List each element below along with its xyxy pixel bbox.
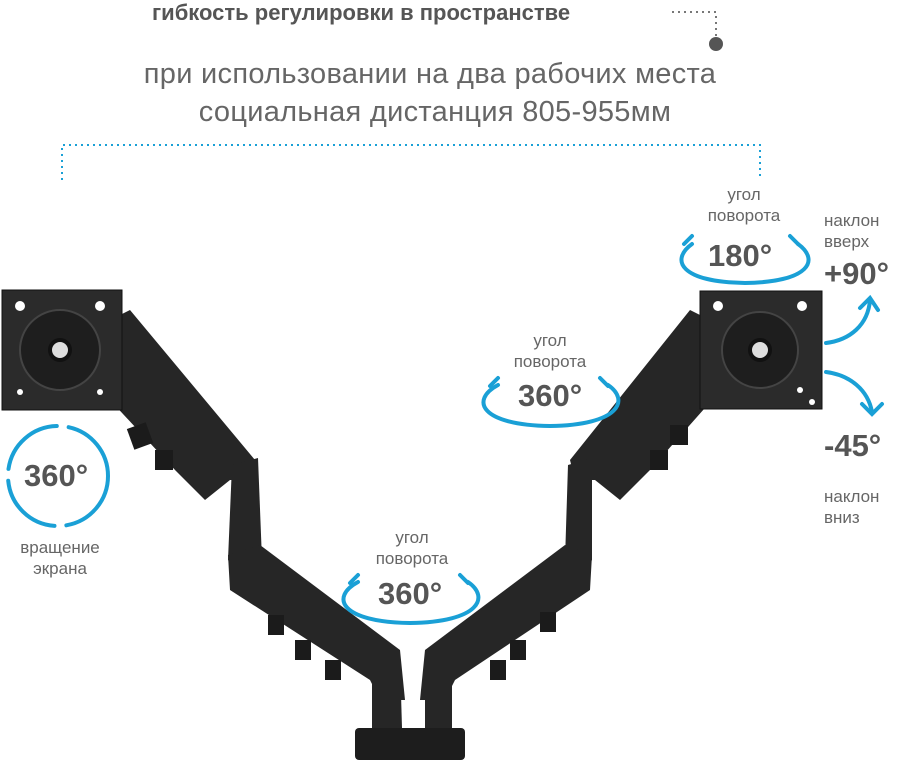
swivel-arrow-icon: [679, 242, 811, 286]
label-line: наклон: [824, 211, 880, 230]
center-top-rotation-label: угол поворота: [500, 330, 600, 372]
label-line: угол: [533, 331, 567, 350]
tilt-up-label: наклон вверх: [824, 210, 879, 252]
label-line: угол: [727, 185, 761, 204]
swivel-label: угол поворота: [694, 184, 794, 226]
label-line: поворота: [513, 352, 587, 371]
tilt-up-value: +90°: [824, 256, 889, 291]
subtitle-line-1: при использовании на два рабочих места: [143, 58, 717, 90]
label-line: вниз: [824, 508, 860, 527]
page-title: гибкость регулировки в пространстве: [152, 0, 571, 25]
right-vesa-plate: [699, 290, 823, 410]
label-line: наклон: [824, 487, 880, 506]
label-line: угол: [395, 528, 429, 547]
guide-dot: [709, 37, 723, 51]
monitor-arm: [110, 310, 712, 760]
desk-clamp-base: [355, 728, 465, 760]
swivel-arrow-icon: [481, 383, 621, 429]
center-bottom-rotation-value: 360°: [378, 576, 443, 611]
label-line: поворота: [375, 549, 449, 568]
distance-guide-line: [61, 144, 761, 180]
subtitle-line-2: социальная дистанция 805-955мм: [198, 96, 672, 128]
tilt-down-value: -45°: [824, 428, 882, 463]
tilt-down-label: наклон вниз: [824, 486, 879, 528]
screen-rotation-label: вращение экрана: [10, 537, 110, 579]
swivel-value: 180°: [708, 238, 773, 273]
label-line: вверх: [824, 232, 870, 251]
center-bottom-rotation-label: угол поворота: [362, 527, 462, 569]
center-top-rotation-value: 360°: [518, 378, 583, 413]
label-line: экрана: [33, 559, 87, 578]
tilt-down-arrow-icon: [824, 370, 874, 414]
label-line: вращение: [20, 538, 100, 557]
label-line: поворота: [707, 206, 781, 225]
tilt-up-arrow-icon: [824, 298, 872, 345]
rotation-circle-arrow-icon: [6, 424, 110, 528]
screen-rotation-value: 360°: [24, 458, 89, 493]
left-vesa-plate: [1, 289, 123, 411]
swivel-arrow-icon: [341, 580, 481, 626]
title-guide-line: [672, 11, 717, 38]
